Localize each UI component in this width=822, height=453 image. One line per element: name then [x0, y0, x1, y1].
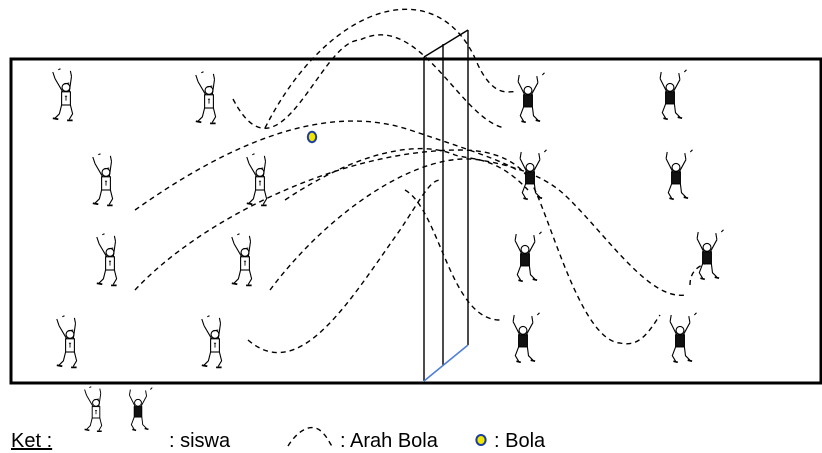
- legend-ball-icon: [475, 434, 487, 446]
- legend: Ket : : siswa : Arah Bola : Bola: [11, 385, 546, 452]
- left-team-players: [51, 67, 268, 369]
- player-black-4: [665, 148, 694, 201]
- legend-ket-label: Ket :: [11, 430, 52, 452]
- player-white-6: [230, 232, 253, 287]
- volleyball-player-black-shirt-icon: [128, 386, 154, 432]
- player-white-2: [194, 70, 217, 125]
- player-black-8: [669, 311, 698, 364]
- player-black-7: [512, 311, 541, 364]
- volleyball-ball-icon: [306, 130, 318, 144]
- ball-path-8: [404, 189, 501, 321]
- player-white-3: [91, 152, 114, 207]
- player-white-1: [51, 67, 74, 122]
- player-white-8: [200, 314, 223, 369]
- ball-path-4: [284, 147, 529, 201]
- legend-ball-label: : Bola: [494, 430, 546, 452]
- volleyball-net: [423, 29, 469, 382]
- player-black-5: [514, 230, 543, 283]
- ball-paths: [134, 8, 711, 354]
- ball-path-2: [264, 8, 516, 129]
- player-black-6: [696, 228, 725, 281]
- player-black-2: [659, 68, 688, 121]
- volleyball-player-white-shirt-icon: [83, 385, 103, 433]
- player-black-3: [519, 148, 548, 201]
- right-team-players: [512, 68, 725, 364]
- ball-path-7: [247, 179, 441, 354]
- ball-path-5: [134, 149, 661, 345]
- legend-player-label: : siswa: [169, 430, 231, 452]
- player-white-7: [55, 314, 78, 369]
- legend-path-sample: [287, 427, 333, 447]
- player-white-5: [95, 232, 118, 287]
- ball-path-3: [134, 120, 518, 211]
- ball-path-1: [232, 34, 506, 129]
- ball-path-6: [269, 158, 686, 296]
- player-white-4: [245, 152, 268, 207]
- legend-path-label: : Arah Bola: [340, 430, 439, 452]
- player-black-1: [517, 71, 546, 124]
- court-boundary: [9, 57, 822, 385]
